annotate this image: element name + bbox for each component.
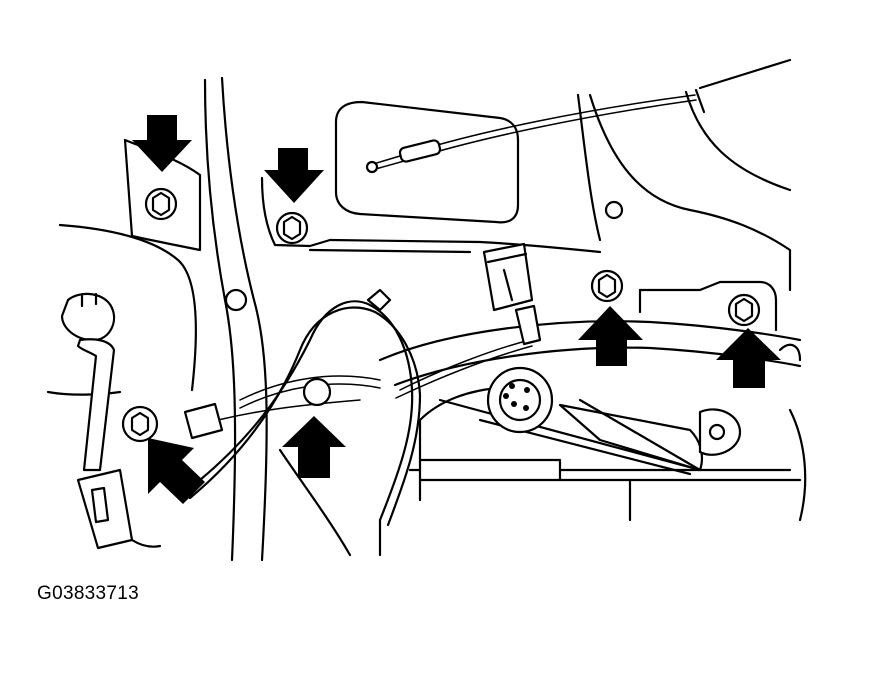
arrow-down-icon <box>264 148 324 203</box>
nut-regulator-center <box>590 269 624 303</box>
bolt-lower-middle <box>302 377 332 407</box>
door-panel-outline <box>46 58 807 562</box>
arrow-up-icon <box>716 328 781 388</box>
figure-id-label: G03833713 <box>37 583 140 604</box>
callout-arrows <box>132 115 781 504</box>
wire-harness <box>183 242 802 527</box>
release-cable <box>365 94 697 174</box>
arrow-up-left-icon <box>148 438 205 504</box>
bolts <box>121 187 761 443</box>
bolt-top-middle <box>275 211 309 245</box>
arrow-up-icon <box>282 416 346 478</box>
bolt-top-left <box>144 187 178 221</box>
arrow-down-icon <box>132 115 192 172</box>
bolt-lower-left <box>121 405 159 443</box>
window-regulator <box>378 320 802 502</box>
nut-regulator-right <box>727 293 761 327</box>
lock-rod-assembly <box>60 292 162 550</box>
arrow-up-icon <box>578 306 643 366</box>
